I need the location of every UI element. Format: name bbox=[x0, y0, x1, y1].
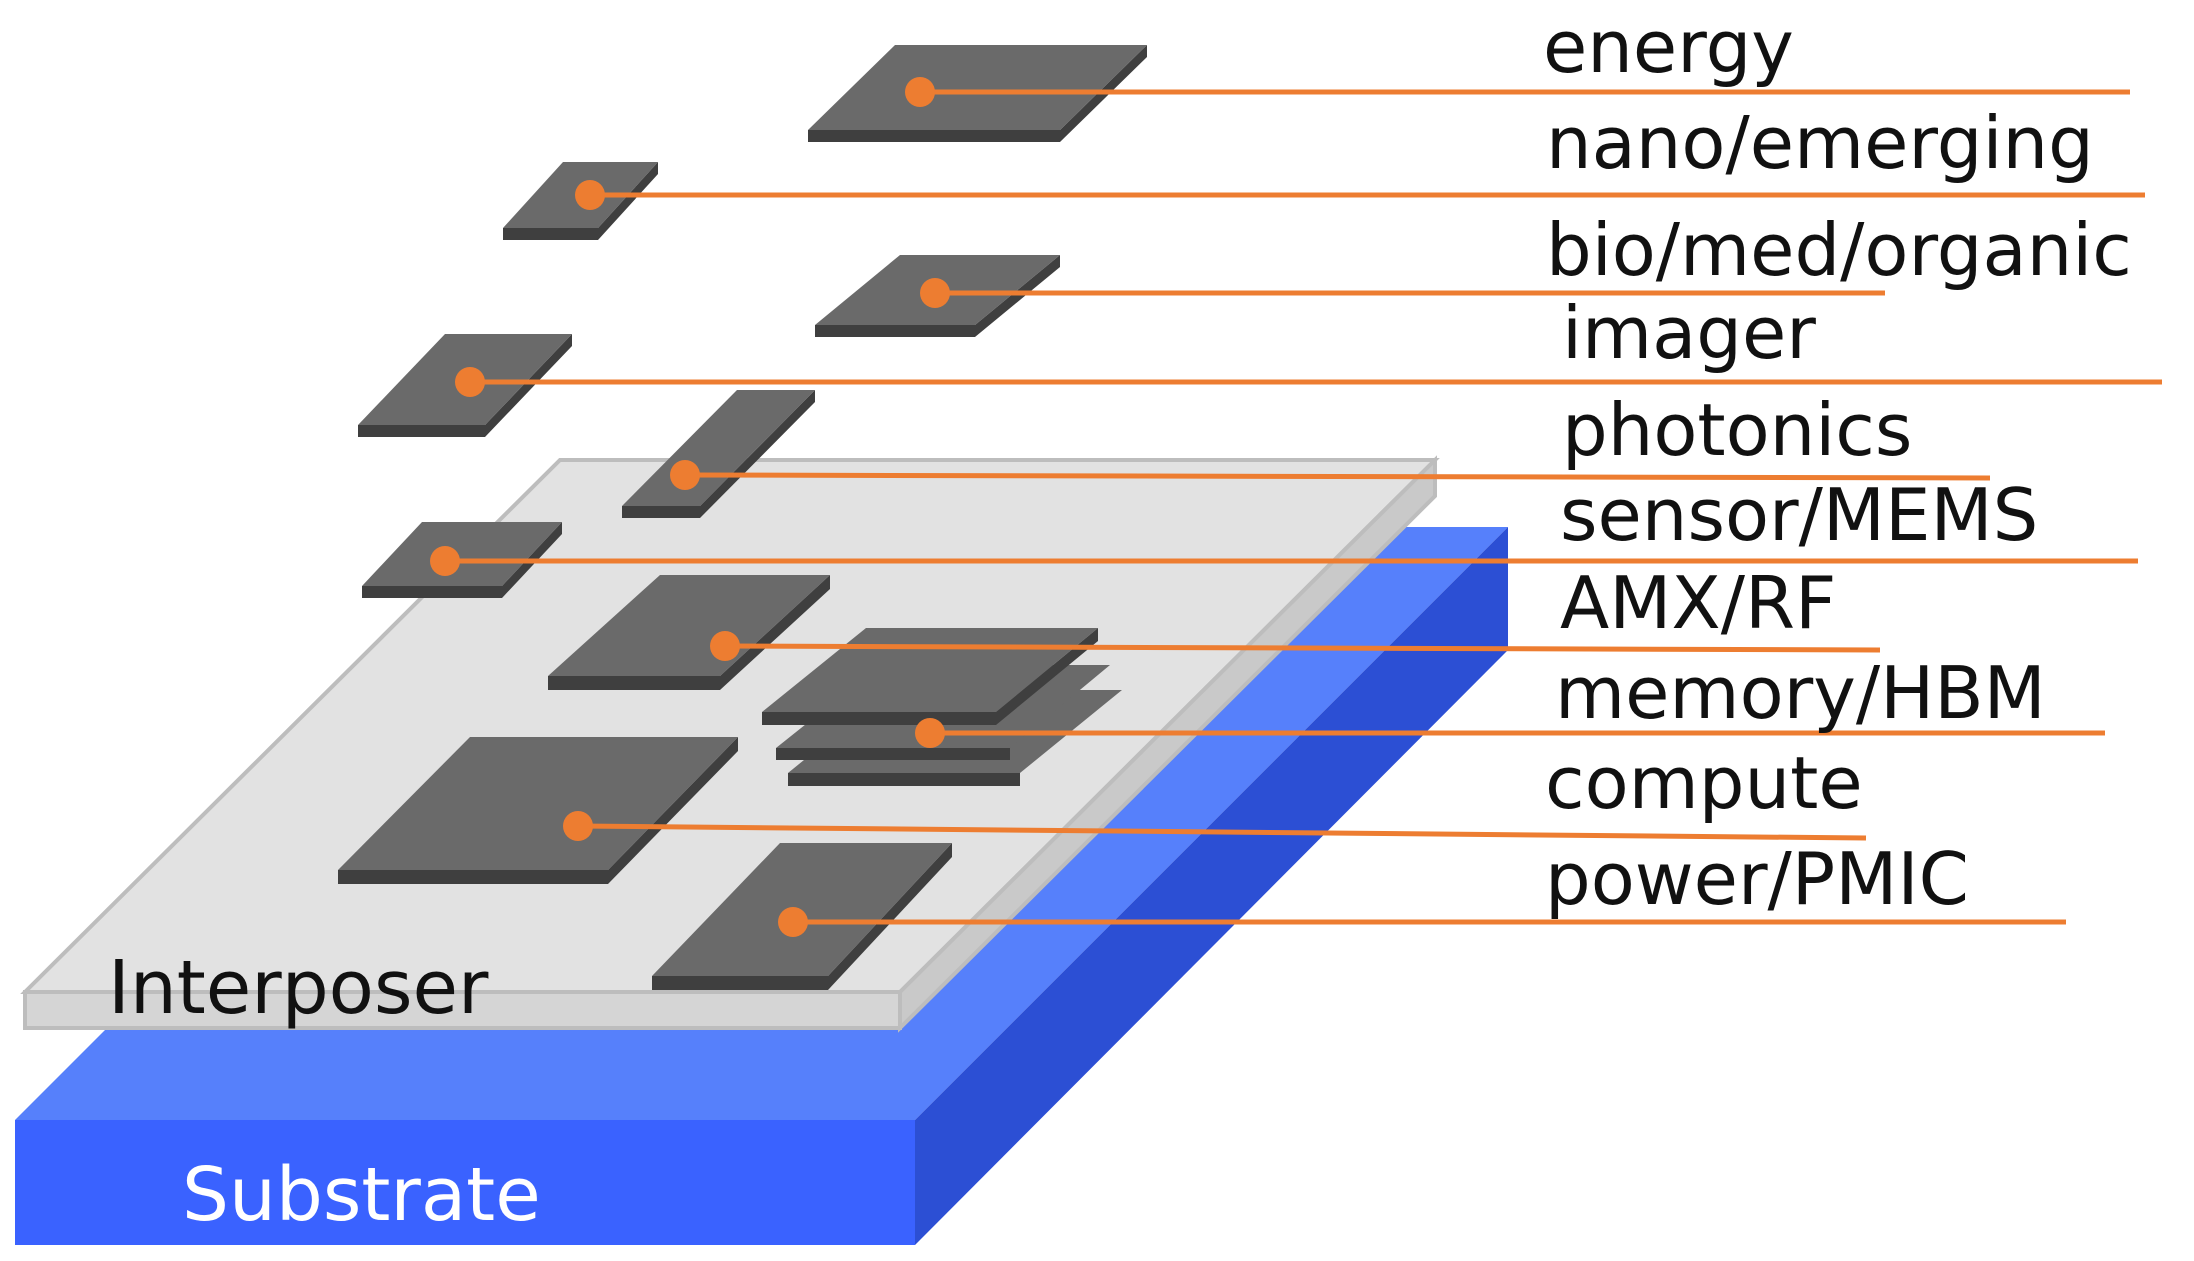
chip-side bbox=[338, 870, 608, 884]
label-energy: energy bbox=[1543, 5, 1794, 89]
chip-side bbox=[808, 130, 1060, 142]
chip-side bbox=[700, 390, 815, 518]
hbm-layer-3-side bbox=[788, 773, 1020, 786]
chip-top bbox=[548, 575, 830, 676]
substrate-side-face bbox=[915, 527, 1508, 1245]
label-nano-emerging: nano/emerging bbox=[1546, 101, 2094, 185]
leader-dot-power-pmic bbox=[778, 907, 808, 937]
chip-side bbox=[815, 325, 975, 337]
chip-side bbox=[485, 334, 572, 437]
leader-line-compute bbox=[577, 823, 1867, 841]
chiplet-amx-rf bbox=[548, 575, 830, 690]
label-compute: compute bbox=[1545, 741, 1863, 825]
chip-side bbox=[503, 228, 598, 240]
chiplet-labels: energy nano/emerging bio/med/organic ima… bbox=[1543, 5, 2132, 921]
leader-dot-imager bbox=[455, 367, 485, 397]
chiplet-compute bbox=[338, 737, 738, 884]
chip-side bbox=[720, 575, 830, 690]
chip-side bbox=[828, 843, 952, 990]
label-bio-med-organic: bio/med/organic bbox=[1546, 208, 2132, 292]
label-photonics: photonics bbox=[1562, 388, 1912, 472]
label-imager: imager bbox=[1562, 291, 1816, 375]
leader-dot-energy bbox=[905, 77, 935, 107]
chip-top bbox=[652, 843, 952, 976]
leader-line-photonics bbox=[684, 472, 1991, 481]
label-amx-rf: AMX/RF bbox=[1560, 561, 1836, 645]
chip-side bbox=[598, 162, 658, 240]
label-power-pmic: power/PMIC bbox=[1545, 837, 1969, 921]
leader-dot-photonics bbox=[670, 460, 700, 490]
chip-side bbox=[975, 255, 1060, 337]
chip-top bbox=[362, 522, 562, 586]
chip-side bbox=[358, 425, 485, 437]
leader-line-amx-rf bbox=[724, 643, 1881, 653]
chip-side bbox=[362, 586, 502, 598]
leader-dot-sensor-mems bbox=[430, 546, 460, 576]
interposer-side-edge bbox=[898, 455, 1437, 1033]
substrate-label: Substrate bbox=[182, 1152, 541, 1238]
label-memory-hbm: memory/HBM bbox=[1555, 651, 2046, 735]
leader-dots bbox=[430, 77, 950, 937]
hbm-layer-2-side bbox=[776, 748, 1010, 760]
leader-lines bbox=[445, 89, 2162, 925]
chip-top bbox=[338, 737, 738, 870]
chip-top bbox=[808, 45, 1147, 130]
chiplet-power-pmic bbox=[652, 843, 952, 990]
chiplet-memory-hbm bbox=[762, 628, 1122, 786]
leader-dot-nano-emerging bbox=[575, 180, 605, 210]
hbm-layer-1-side bbox=[762, 712, 996, 725]
chip-side bbox=[608, 737, 738, 884]
hbm-layer-1-side-right bbox=[996, 628, 1098, 725]
leader-dot-amx-rf bbox=[710, 631, 740, 661]
interposer: Interposer bbox=[20, 455, 1440, 1033]
leader-dot-bio-med-organic bbox=[920, 278, 950, 308]
interposer-label: Interposer bbox=[108, 945, 489, 1031]
chip-side bbox=[622, 506, 700, 518]
leader-dot-compute bbox=[563, 811, 593, 841]
substrate-front-face bbox=[15, 1120, 915, 1245]
chip-side bbox=[548, 676, 720, 690]
label-sensor-mems: sensor/MEMS bbox=[1560, 473, 2038, 557]
chip-side bbox=[652, 976, 828, 990]
leader-dot-memory-hbm bbox=[915, 718, 945, 748]
